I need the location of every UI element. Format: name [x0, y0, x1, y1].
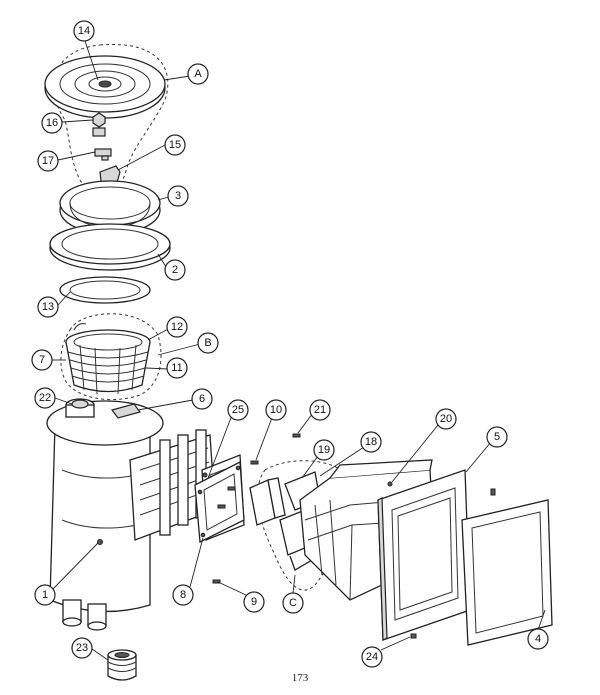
- callout-12: 12: [166, 316, 188, 338]
- callout-20: 20: [435, 408, 457, 430]
- svg-text:21: 21: [314, 404, 326, 416]
- callout-6: 6: [191, 388, 213, 410]
- callout-11: 11: [166, 357, 188, 379]
- svg-text:13: 13: [42, 301, 54, 313]
- callout-13: 13: [37, 296, 59, 318]
- adapter-ring: [49, 223, 171, 271]
- callout-2: 2: [164, 259, 186, 281]
- skimmer-body: [46, 398, 216, 631]
- callout-16: 16: [41, 112, 63, 134]
- face-plate: [194, 460, 245, 544]
- svg-text:16: 16: [46, 117, 58, 129]
- callout-10: 10: [265, 399, 287, 421]
- svg-text:8: 8: [180, 589, 186, 601]
- callout-4: 4: [527, 628, 549, 650]
- callout-22: 22: [34, 387, 56, 409]
- pipe-fitting: [107, 649, 137, 681]
- front-flange: [377, 469, 471, 641]
- svg-text:14: 14: [78, 25, 90, 37]
- svg-text:24: 24: [366, 651, 378, 663]
- svg-text:2: 2: [172, 264, 178, 276]
- weir-float: [249, 477, 286, 526]
- deck-lid: [44, 55, 166, 119]
- svg-text:15: 15: [169, 139, 181, 151]
- callout-24: 24: [361, 646, 383, 668]
- lid-clips: [92, 127, 112, 161]
- callout-18: 18: [360, 431, 382, 453]
- svg-text:C: C: [289, 597, 297, 609]
- svg-text:3: 3: [175, 190, 181, 202]
- svg-text:1: 1: [42, 589, 48, 601]
- callout-7: 7: [31, 349, 53, 371]
- gasket: [59, 276, 151, 304]
- lid-knob: [92, 112, 106, 128]
- page-number: 173: [291, 672, 309, 684]
- screws: [212, 433, 496, 639]
- svg-text:10: 10: [270, 404, 282, 416]
- svg-text:7: 7: [39, 354, 45, 366]
- svg-text:20: 20: [440, 413, 452, 425]
- svg-text:5: 5: [494, 431, 500, 443]
- group-c-outline: [257, 460, 353, 591]
- callout-B: B: [197, 332, 219, 354]
- svg-text:4: 4: [535, 633, 541, 645]
- leader-lines: [51, 37, 546, 661]
- skimmer-basket: [65, 323, 151, 395]
- face-gasket: [461, 499, 553, 646]
- svg-text:9: 9: [251, 596, 257, 608]
- callout-8: 8: [172, 584, 194, 606]
- callout-9: 9: [243, 591, 265, 613]
- callout-17: 17: [37, 150, 59, 172]
- callout-A: A: [187, 63, 209, 85]
- svg-text:23: 23: [76, 642, 88, 654]
- callout-1: 1: [34, 584, 56, 606]
- svg-text:12: 12: [171, 321, 183, 333]
- callout-25: 25: [227, 399, 249, 421]
- callout-C: C: [282, 592, 304, 614]
- callout-3: 3: [167, 185, 189, 207]
- callout-5: 5: [486, 426, 508, 448]
- svg-text:B: B: [204, 337, 211, 349]
- callout-23: 23: [71, 637, 93, 659]
- svg-text:22: 22: [39, 392, 51, 404]
- svg-text:6: 6: [199, 393, 205, 405]
- callout-19: 19: [313, 439, 335, 461]
- svg-text:19: 19: [318, 444, 330, 456]
- svg-text:A: A: [194, 68, 202, 80]
- svg-text:25: 25: [232, 404, 244, 416]
- svg-text:17: 17: [42, 155, 54, 167]
- callout-21: 21: [309, 399, 331, 421]
- svg-text:18: 18: [365, 436, 377, 448]
- svg-text:11: 11: [171, 362, 182, 374]
- callout-14: 14: [73, 20, 95, 42]
- callout-15: 15: [164, 134, 186, 156]
- equalizer-port: [71, 399, 89, 409]
